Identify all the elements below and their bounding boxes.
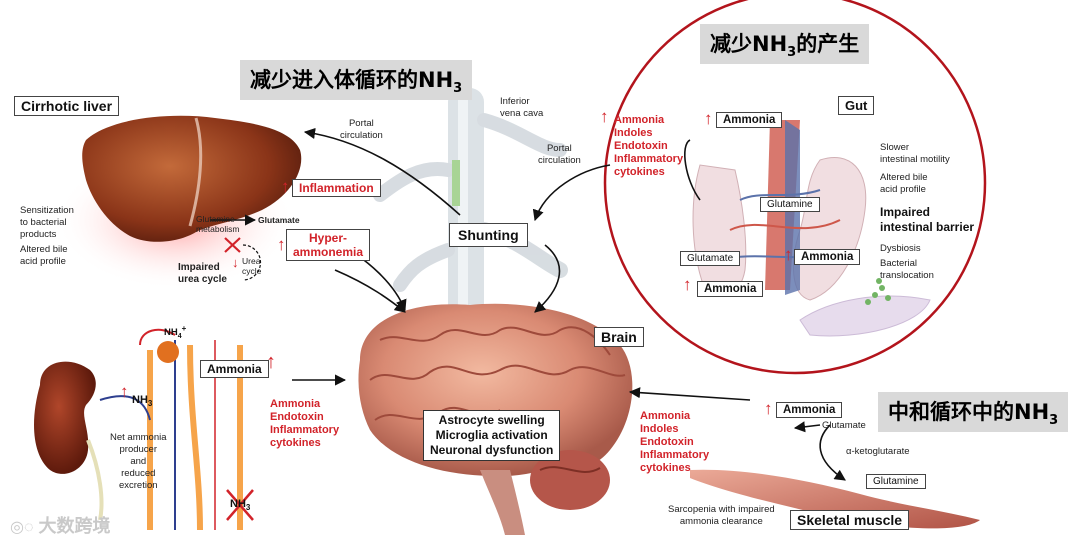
muscle-ammonia: Ammonia (776, 402, 843, 418)
muscle-aketo: α-ketoglutarate (846, 446, 910, 457)
gut-ammonia-top: Ammonia (716, 112, 783, 128)
inflammation-box: Inflammation (292, 179, 381, 197)
kidney-shape (34, 361, 96, 474)
crossed-x (226, 489, 254, 521)
watermark: ◎◌ 大数跨境 (10, 516, 111, 536)
liver-glutamate: Glutamate (258, 215, 300, 225)
gut-ammonia-bottom-up-arrow-icon: ↑ (683, 275, 692, 294)
kidney-nh4: NH4+ (164, 324, 187, 341)
vessels (373, 88, 568, 328)
kidney-ammonia: Ammonia (200, 360, 269, 378)
kidney-crossed-nh3: NH3 (230, 498, 251, 513)
hyperammonemia-box: Hyper-ammonemia (286, 229, 371, 261)
muscle-glutamine: Glutamine (866, 474, 926, 489)
liver-shape (82, 115, 302, 242)
glomerulus (157, 341, 179, 363)
banner-reduce-entry: 减少进入体循环的NH3 (240, 60, 473, 101)
banner-neutralize: 中和循环中的NH3 (878, 392, 1069, 433)
kidney-nh3: NH3 (132, 394, 153, 409)
banner-reduce-production: 减少NH3的产生 (700, 24, 870, 65)
gut-glutamate: Glutamate (680, 251, 741, 266)
brain-title: Brain (594, 327, 644, 347)
muscle-title: Skeletal muscle (790, 510, 910, 530)
gut-ammonia-bottom: Ammonia (697, 281, 764, 297)
gut-title: Gut (838, 96, 875, 115)
gut-ammonia-top-up-arrow-icon: ↑ (704, 109, 713, 128)
gut-ammonia-right-up-arrow-icon: ↑ (784, 245, 793, 264)
liver-title: Cirrhotic liver (14, 96, 120, 116)
gut-ammonia-right: Ammonia (794, 249, 861, 265)
urea-cycle-graphic (224, 237, 262, 281)
shunting-box: Shunting (449, 223, 528, 247)
kidney-ammonia-up-arrow-icon: ↑ (266, 351, 276, 373)
hyperammonemia-up-arrow-icon: ↑ (277, 235, 286, 254)
inflammation-up-arrow-icon: ↑ (281, 177, 290, 196)
muscle-glutamate: Glutamate (822, 420, 866, 431)
gut-factors-up-arrow-icon: ↑ (600, 107, 609, 126)
watermark-logo-icon: ◎◌ (10, 519, 34, 536)
kidney-nh3-up-arrow-icon: ↑ (120, 382, 129, 401)
gut-circle (603, 0, 987, 375)
muscle-ammonia-up-arrow-icon: ↑ (764, 399, 773, 418)
urea-down-arrow-icon: ↓ (232, 255, 239, 270)
gut-glutamine: Glutamine (760, 197, 820, 212)
